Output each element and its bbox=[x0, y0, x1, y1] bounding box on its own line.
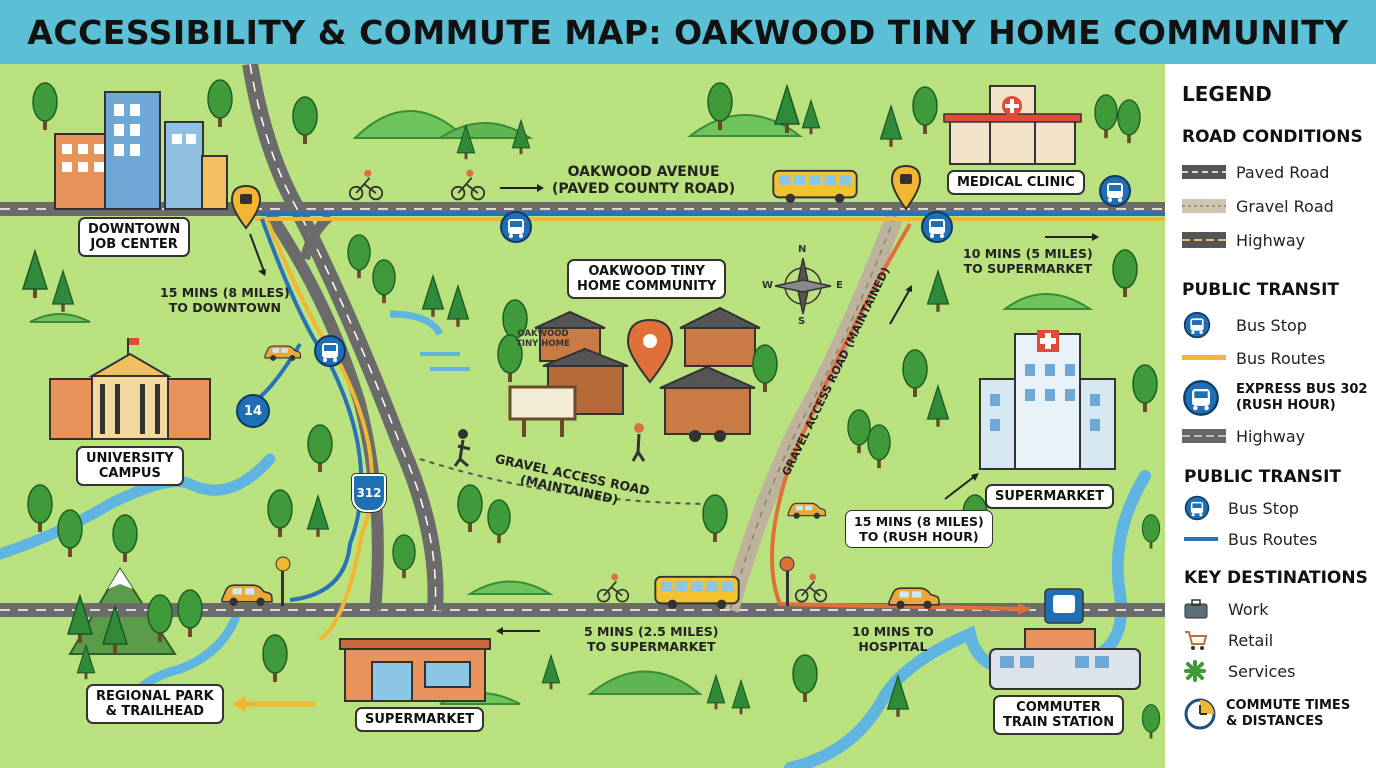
legend-bus-routes-1: Bus Routes bbox=[1182, 344, 1325, 372]
commute-downtown: 15 MINS (8 MILES) TO DOWNTOWN bbox=[160, 285, 290, 315]
regional-park-label[interactable]: REGIONAL PARK & TRAILHEAD bbox=[86, 684, 224, 724]
legend-work: Work bbox=[1184, 595, 1269, 623]
legend-commute-times: COMMUTE TIMES & DISTANCES bbox=[1184, 694, 1350, 734]
map-area[interactable]: 14 312 DOWNTOWN JOB CENTER UNIVERSITY CA… bbox=[0, 64, 1165, 768]
map-illustration bbox=[0, 64, 1165, 768]
train-station-label[interactable]: COMMUTER TRAIN STATION bbox=[993, 695, 1125, 735]
compass-s: S bbox=[798, 316, 806, 327]
express-bus-icon bbox=[1182, 378, 1226, 418]
route-14-label: 14 bbox=[243, 403, 263, 419]
map-title: ACCESSIBILITY & COMMUTE MAP: OAKWOOD TIN… bbox=[27, 12, 1349, 52]
clock-icon bbox=[1184, 694, 1218, 734]
legend-gravel-road: Gravel Road bbox=[1182, 192, 1334, 220]
highway-swatch bbox=[1182, 422, 1226, 450]
services-icon bbox=[1184, 657, 1218, 685]
commute-supermarket-south: 5 MINS (2.5 MILES) TO SUPERMARKET bbox=[584, 624, 719, 654]
commute-rush-hour: 15 MINS (8 MILES) TO (RUSH HOUR) bbox=[845, 510, 993, 548]
legend-panel: LEGEND ROAD CONDITIONS Paved Road Gravel… bbox=[1165, 64, 1376, 768]
road-conditions-heading: ROAD CONDITIONS bbox=[1182, 127, 1363, 147]
legend-highway: Highway bbox=[1182, 226, 1305, 254]
legend-bus-stop-1: Bus Stop bbox=[1182, 311, 1307, 339]
briefcase-icon bbox=[1184, 595, 1218, 623]
bus-stop-icon bbox=[1182, 311, 1226, 339]
legend-paved-road: Paved Road bbox=[1182, 158, 1329, 186]
paved-road-swatch bbox=[1182, 158, 1226, 186]
route-14-shield: 14 bbox=[236, 394, 270, 428]
commute-supermarket-east: 10 MINS (5 MILES) TO SUPERMARKET bbox=[963, 246, 1093, 276]
oakwood-avenue-label: OAKWOOD AVENUE (PAVED COUNTY ROAD) bbox=[552, 164, 736, 197]
legend-express-bus: EXPRESS BUS 302 (RUSH HOUR) bbox=[1182, 378, 1367, 418]
gravel-road-swatch bbox=[1182, 192, 1226, 220]
legend-highway-2: Highway bbox=[1182, 422, 1305, 450]
legend-heading: LEGEND bbox=[1182, 82, 1272, 106]
interstate-shield: 312 bbox=[352, 474, 386, 512]
legend-bus-routes-2: Bus Routes bbox=[1184, 525, 1317, 553]
commute-hospital: 10 MINS TO HOSPITAL bbox=[852, 624, 934, 654]
bus-stop-icon bbox=[1184, 494, 1218, 522]
legend-services: Services bbox=[1184, 657, 1295, 685]
community-label[interactable]: OAKWOOD TINY HOME COMMUNITY bbox=[567, 259, 727, 299]
compass-w: W bbox=[762, 280, 774, 291]
shopping-cart-icon bbox=[1184, 626, 1218, 654]
interstate-label: 312 bbox=[356, 486, 382, 500]
community-sign: OAKWOOD TINY HOME bbox=[516, 329, 570, 349]
legend-retail: Retail bbox=[1184, 626, 1273, 654]
compass-n: N bbox=[798, 244, 807, 255]
supermarket-east-label[interactable]: SUPERMARKET bbox=[985, 484, 1115, 509]
bus-route-line bbox=[1182, 344, 1226, 372]
highway-swatch bbox=[1182, 226, 1226, 254]
legend-bus-stop-2: Bus Stop bbox=[1184, 494, 1299, 522]
university-label[interactable]: UNIVERSITY CAMPUS bbox=[76, 446, 184, 486]
compass-e: E bbox=[836, 280, 843, 291]
public-transit-heading-2: PUBLIC TRANSIT bbox=[1184, 467, 1342, 487]
downtown-label[interactable]: DOWNTOWN JOB CENTER bbox=[78, 217, 191, 257]
medical-clinic-label[interactable]: MEDICAL CLINIC bbox=[947, 170, 1085, 195]
key-destinations-heading: KEY DESTINATIONS bbox=[1184, 568, 1368, 588]
title-bar: ACCESSIBILITY & COMMUTE MAP: OAKWOOD TIN… bbox=[0, 0, 1376, 64]
bus-route-line bbox=[1184, 525, 1218, 553]
public-transit-heading-1: PUBLIC TRANSIT bbox=[1182, 280, 1340, 300]
supermarket-south-label[interactable]: SUPERMARKET bbox=[355, 707, 485, 732]
